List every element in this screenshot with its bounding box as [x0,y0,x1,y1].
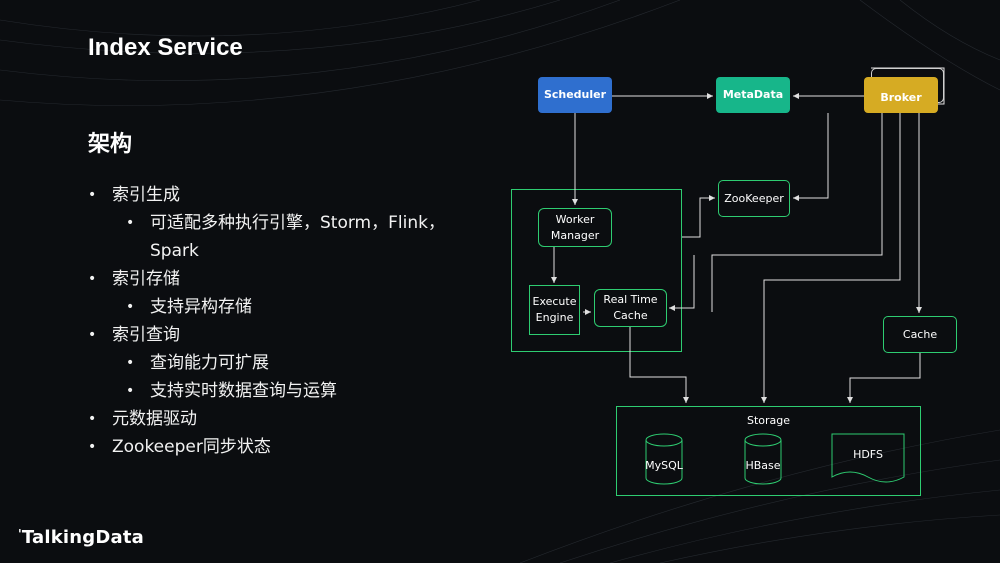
logo-text: TalkingData [21,527,145,548]
sub-bullet-item: 支持异构存储 [88,293,508,321]
sub-bullet-item: 支持实时数据查询与运算 [88,377,508,405]
brand-logo: 'TalkingData [18,527,144,548]
bullet-item: Zookeeper同步状态 [88,433,508,461]
storage-group [616,406,921,496]
metadata-node: MetaData [716,77,790,113]
worker-label-line2: Manager [550,228,600,242]
broker-node: Broker [864,77,938,113]
cache-node: Cache [883,316,957,353]
rt-label-line2: Cache [613,309,648,322]
worker-label-line1: Worker [555,212,595,226]
sub-bullet-item: 查询能力可扩展 [88,349,508,377]
bullet-list: 索引生成 可适配多种执行引擎，Storm，Flink，Spark 索引存储 支持… [88,181,508,461]
storage-label: Storage [746,414,791,427]
hbase-label: HBase [745,459,781,472]
bullet-item: 索引查询 [88,321,508,349]
section-heading: 架构 [88,132,133,157]
mysql-label: MySQL [645,459,683,472]
database-icons [645,433,905,485]
bullet-item: 索引生成 [88,181,508,209]
zookeeper-node: ZooKeeper [718,180,790,217]
hdfs-label: HDFS [853,448,883,461]
bullet-item: 元数据驱动 [88,405,508,433]
bullet-item: 索引存储 [88,265,508,293]
exec-label-line2: Engine [535,311,574,324]
scheduler-node: Scheduler [538,77,612,113]
compute-cluster-group [511,189,682,352]
page-title: Index Service [88,34,243,61]
sub-bullet-item: 可适配多种执行引擎，Storm，Flink，Spark [88,209,470,265]
rt-label-line1: Real Time [603,293,658,306]
exec-label-line1: Execute [532,295,577,308]
logo-tick-icon: ' [18,527,22,541]
